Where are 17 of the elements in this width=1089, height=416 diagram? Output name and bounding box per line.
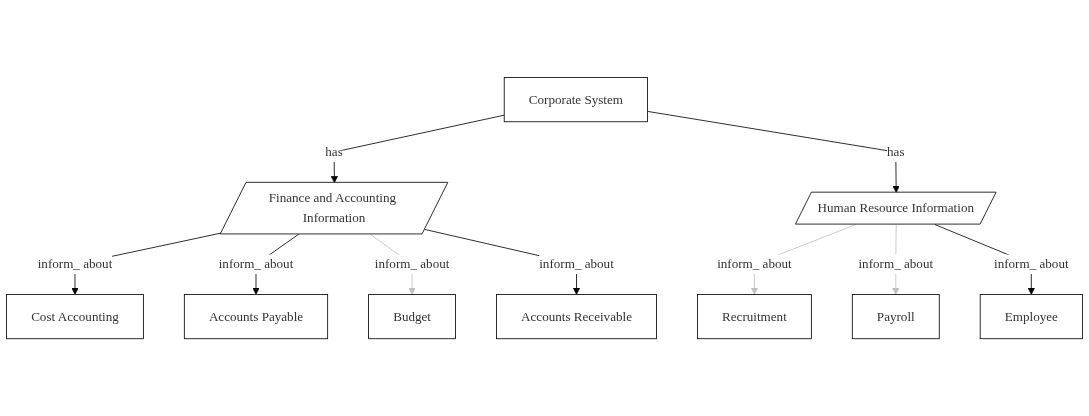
edge-label: inform_ about [218,256,294,271]
edge-label: inform_ about [374,256,450,271]
edge-label: has [887,144,905,159]
node-box: Employee [979,293,1083,339]
node-box: Recruitment [697,293,812,339]
node-box: Corporate System [503,77,648,123]
node-box: Cost Accounting [6,293,144,339]
edge-label: inform_ about [539,256,614,271]
node-box: Payroll [851,293,940,339]
edge-label: inform_ about [994,256,1069,271]
node-box: Accounts Receivable [496,293,657,339]
edge-label: inform_ about [858,256,934,271]
node-box: Budget [368,293,456,339]
edge-label: inform_ about [37,256,113,271]
edge-label: has [325,144,343,159]
node-box: Accounts Payable [183,293,329,339]
edge-label: inform_ about [717,256,792,271]
